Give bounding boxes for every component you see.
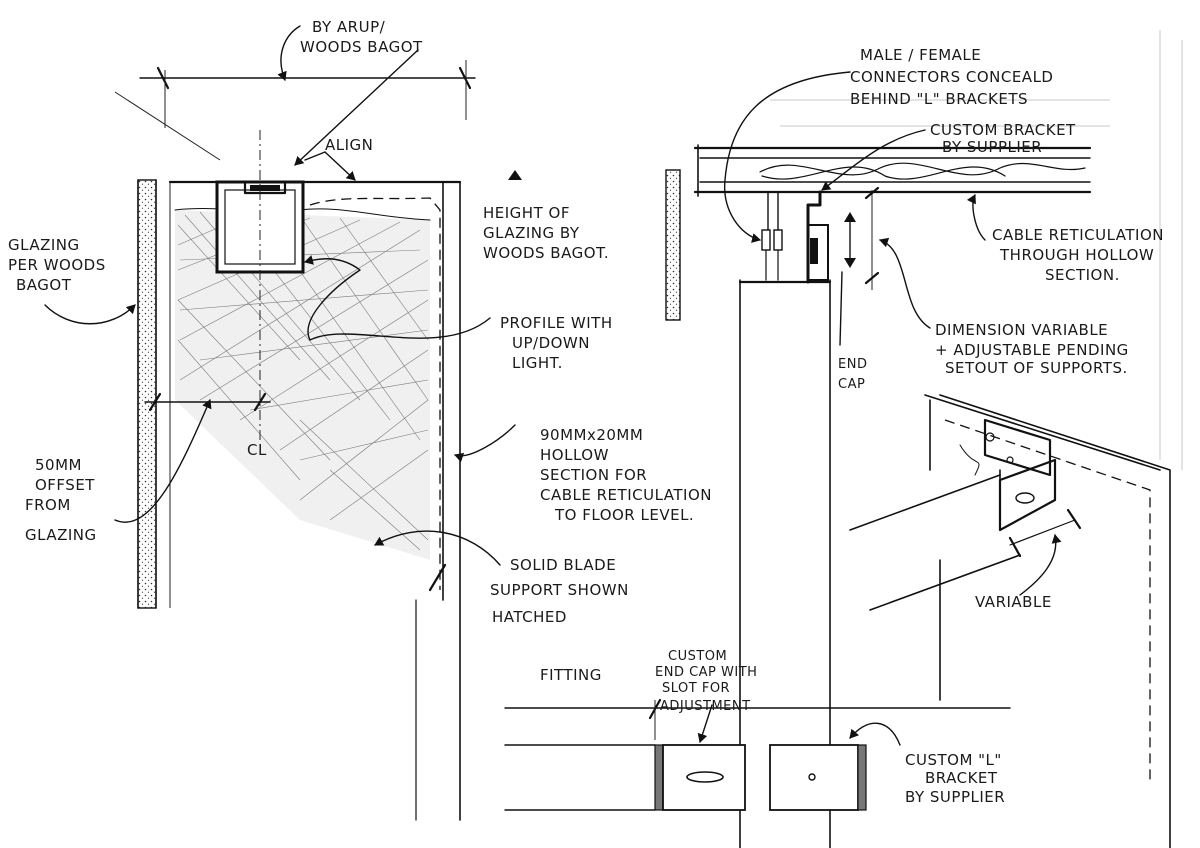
label-custom-end-cap-2: END CAP WITH — [655, 665, 757, 680]
label-hollow-3: SECTION FOR — [540, 466, 647, 484]
label-fitting: FITTING — [540, 666, 602, 684]
label-blade-2: SUPPORT SHOWN — [490, 581, 629, 599]
label-by-arup-2: WOODS BAGOT — [300, 38, 423, 56]
annotation-text: BY ARUP/ WOODS BAGOT ALIGN HEIGHT OF GLA… — [8, 18, 1164, 806]
label-offset-4: GLAZING — [25, 526, 97, 544]
label-blade-1: SOLID BLADE — [510, 556, 616, 574]
label-offset-3: FROM — [25, 496, 71, 514]
label-by-arup-1: BY ARUP/ — [312, 18, 386, 36]
label-male-female-1: MALE / FEMALE — [860, 46, 981, 64]
label-custom-l-3: BY SUPPLIER — [905, 788, 1005, 806]
label-end-cap-2: CAP — [838, 377, 865, 392]
label-align: ALIGN — [325, 136, 373, 154]
label-hollow-5: TO FLOOR LEVEL. — [554, 506, 694, 524]
label-end-cap-1: END — [838, 357, 867, 372]
label-dimension-1: DIMENSION VARIABLE — [935, 321, 1108, 339]
label-custom-end-cap-3: SLOT FOR — [662, 681, 730, 696]
label-hollow-1: 90MMx20MM — [540, 426, 643, 444]
label-centerline: CL — [247, 441, 267, 459]
label-hollow-4: CABLE RETICULATION — [540, 486, 712, 504]
leaders-left — [44, 25, 522, 566]
label-blade-3: HATCHED — [492, 608, 567, 626]
label-height-2: GLAZING BY — [483, 224, 580, 242]
label-cable-3: SECTION. — [1045, 266, 1120, 284]
label-custom-end-cap-1: CUSTOM — [668, 649, 727, 664]
label-male-female-2: CONNECTORS CONCEALD — [850, 68, 1053, 86]
label-hollow-2: HOLLOW — [540, 446, 609, 464]
label-height-3: WOODS BAGOT. — [483, 244, 609, 262]
label-variable: VARIABLE — [975, 593, 1052, 611]
label-profile-3: LIGHT. — [512, 354, 563, 372]
label-glazing-1: GLAZING — [8, 236, 80, 254]
label-profile-2: UP/DOWN — [512, 334, 590, 352]
label-male-female-3: BEHIND "L" BRACKETS — [850, 90, 1028, 108]
section-right — [665, 144, 1092, 848]
label-cable-1: CABLE RETICULATION — [992, 226, 1164, 244]
label-glazing-3: BAGOT — [16, 276, 72, 294]
glazing-panel — [137, 179, 157, 609]
bracket-3d-detail — [849, 394, 1171, 848]
fitting-detail — [504, 698, 1011, 811]
label-dimension-3: SETOUT OF SUPPORTS. — [945, 359, 1128, 377]
label-custom-l-1: CUSTOM "L" — [905, 751, 1002, 769]
label-custom-l-2: BRACKET — [925, 769, 998, 787]
label-cable-2: THROUGH HOLLOW — [999, 246, 1154, 264]
label-custom-bracket-2: BY SUPPLIER — [942, 138, 1042, 156]
label-profile-1: PROFILE WITH — [500, 314, 613, 332]
label-custom-end-cap-4: ADJUSTMENT — [660, 699, 751, 714]
label-height-1: HEIGHT OF — [483, 204, 570, 222]
paper-show-through — [770, 30, 1183, 470]
label-dimension-2: + ADJUSTABLE PENDING — [935, 341, 1129, 359]
label-offset-1: 50MM — [35, 456, 82, 474]
label-glazing-2: PER WOODS — [8, 256, 106, 274]
leaders-right — [724, 71, 986, 346]
section-left — [114, 60, 476, 821]
label-offset-2: OFFSET — [35, 476, 95, 494]
label-custom-bracket-1: CUSTOM BRACKET — [930, 121, 1076, 139]
